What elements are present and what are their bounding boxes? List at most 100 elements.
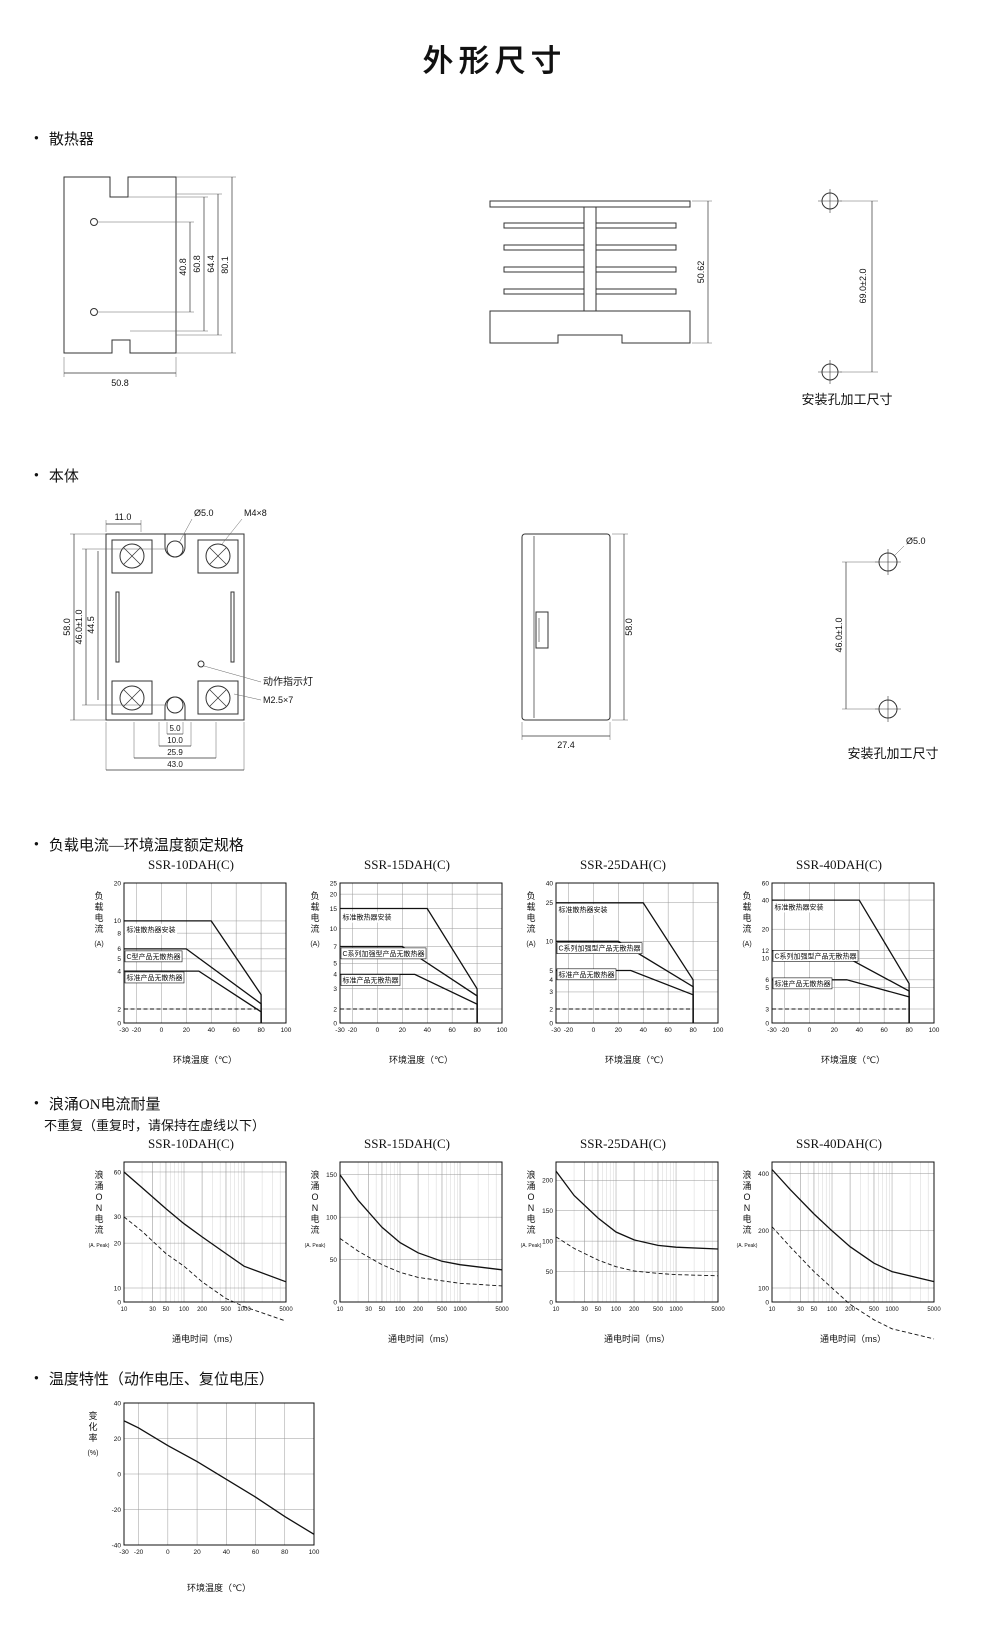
svg-text:(A): (A) bbox=[742, 941, 751, 948]
svg-text:(%): (%) bbox=[88, 1450, 99, 1457]
svg-text:30: 30 bbox=[149, 1307, 156, 1313]
svg-text:60: 60 bbox=[252, 1549, 260, 1556]
svg-text:3: 3 bbox=[549, 989, 553, 996]
body-drawings-row: 11.0 Ø5.0 M4×8 44.5 46.0±1.0 58.0 动作指示灯 … bbox=[58, 496, 990, 788]
svg-text:(A): (A) bbox=[94, 941, 103, 948]
svg-text:60: 60 bbox=[762, 880, 770, 887]
svg-text:500: 500 bbox=[869, 1307, 880, 1313]
svg-text:10: 10 bbox=[337, 1307, 344, 1313]
page-title: 外形尺寸 bbox=[423, 45, 567, 78]
svg-text:2: 2 bbox=[549, 1006, 553, 1013]
svg-text:N: N bbox=[744, 1203, 751, 1213]
svg-text:O: O bbox=[95, 1192, 102, 1202]
svg-text:40: 40 bbox=[208, 1027, 216, 1034]
svg-text:N: N bbox=[312, 1203, 319, 1213]
section-surge: 浪涌ON电流耐量 bbox=[34, 1093, 990, 1114]
svg-text:流: 流 bbox=[310, 1224, 319, 1235]
svg-text:30: 30 bbox=[797, 1307, 804, 1313]
svg-text:流: 流 bbox=[94, 923, 103, 934]
svg-text:(A. Peak): (A. Peak) bbox=[521, 1243, 542, 1249]
svg-text:负: 负 bbox=[94, 890, 103, 901]
svg-text:20: 20 bbox=[399, 1027, 407, 1034]
svg-text:化: 化 bbox=[88, 1421, 97, 1432]
svg-text:30: 30 bbox=[365, 1307, 372, 1313]
svg-text:200: 200 bbox=[845, 1307, 856, 1313]
svg-text:10: 10 bbox=[330, 926, 338, 933]
body-front-view-drawing: 11.0 Ø5.0 M4×8 44.5 46.0±1.0 58.0 动作指示灯 … bbox=[62, 508, 313, 771]
svg-text:(A): (A) bbox=[526, 941, 535, 948]
svg-text:0: 0 bbox=[166, 1549, 170, 1556]
chart-annotation: 标准散热器安装 bbox=[558, 905, 607, 914]
body-dim-dia5: Ø5.0 bbox=[194, 508, 214, 518]
section-surge-label: 浪涌ON电流耐量 bbox=[48, 1097, 161, 1113]
svg-text:(A): (A) bbox=[310, 941, 319, 948]
svg-text:浪: 浪 bbox=[94, 1169, 103, 1180]
svg-text:-30: -30 bbox=[767, 1027, 777, 1034]
svg-text:7: 7 bbox=[333, 944, 337, 951]
heatsink-mount-caption: 安装孔加工尺寸 bbox=[801, 392, 893, 407]
svg-text:100: 100 bbox=[395, 1307, 406, 1313]
svg-text:8: 8 bbox=[117, 930, 121, 937]
svg-text:60: 60 bbox=[881, 1027, 889, 1034]
svg-text:环境温度（℃）: 环境温度（℃） bbox=[187, 1582, 251, 1593]
svg-text:80: 80 bbox=[257, 1027, 265, 1034]
svg-text:60: 60 bbox=[665, 1027, 673, 1034]
svg-text:浪: 浪 bbox=[742, 1169, 751, 1180]
svg-text:10: 10 bbox=[762, 956, 770, 963]
svg-text:0: 0 bbox=[160, 1027, 164, 1034]
svg-text:5000: 5000 bbox=[711, 1307, 725, 1313]
heatsink-mount-block: 69.0±2.0 安装孔加工尺寸 bbox=[782, 175, 912, 408]
section-heatsink-label: 散热器 bbox=[48, 132, 94, 148]
svg-text:100: 100 bbox=[497, 1027, 508, 1034]
body-mount-dia5: Ø5.0 bbox=[906, 536, 926, 546]
svg-text:20: 20 bbox=[114, 880, 122, 887]
chart-title-load-ssr25: SSR-25DAH(C) bbox=[580, 857, 666, 872]
svg-text:20: 20 bbox=[193, 1549, 201, 1556]
svg-text:6: 6 bbox=[765, 977, 769, 984]
svg-text:20: 20 bbox=[330, 891, 338, 898]
svg-text:率: 率 bbox=[88, 1432, 97, 1443]
svg-text:-30: -30 bbox=[335, 1027, 345, 1034]
svg-text:80: 80 bbox=[281, 1549, 289, 1556]
svg-text:电: 电 bbox=[526, 912, 535, 923]
svg-text:0: 0 bbox=[765, 1299, 769, 1306]
svg-text:2: 2 bbox=[333, 1006, 337, 1013]
svg-text:涌: 涌 bbox=[526, 1181, 535, 1191]
svg-text:电: 电 bbox=[310, 1213, 319, 1224]
heatsink-dim-40-8: 40.8 bbox=[178, 258, 188, 276]
svg-text:5000: 5000 bbox=[279, 1307, 293, 1313]
svg-text:变: 变 bbox=[88, 1410, 97, 1421]
svg-text:流: 流 bbox=[742, 1224, 751, 1235]
svg-text:0: 0 bbox=[549, 1020, 553, 1027]
svg-text:20: 20 bbox=[114, 1436, 122, 1443]
svg-text:500: 500 bbox=[653, 1307, 664, 1313]
svg-text:电: 电 bbox=[310, 912, 319, 923]
svg-text:(A. Peak): (A. Peak) bbox=[305, 1243, 326, 1249]
svg-text:200: 200 bbox=[758, 1228, 769, 1235]
svg-text:100: 100 bbox=[309, 1549, 320, 1556]
svg-text:-20: -20 bbox=[134, 1549, 144, 1556]
svg-text:-20: -20 bbox=[112, 1507, 122, 1514]
svg-text:40: 40 bbox=[114, 1400, 122, 1407]
svg-text:1000: 1000 bbox=[237, 1307, 251, 1313]
svg-text:4: 4 bbox=[549, 977, 553, 984]
svg-text:20: 20 bbox=[831, 1027, 839, 1034]
chart-title-surge-ssr15: SSR-15DAH(C) bbox=[364, 1136, 450, 1151]
heatsink-dim-80-1: 80.1 bbox=[220, 256, 230, 274]
section-body: 本体 bbox=[34, 465, 990, 486]
body-side-dim-58: 58.0 bbox=[624, 618, 634, 636]
svg-text:环境温度（℃）: 环境温度（℃） bbox=[605, 1054, 669, 1065]
svg-text:20: 20 bbox=[615, 1027, 623, 1034]
chart-annotation: C系列加强型产品无散热器 bbox=[342, 949, 424, 958]
svg-text:环境温度（℃）: 环境温度（℃） bbox=[821, 1054, 885, 1065]
svg-text:-40: -40 bbox=[112, 1542, 122, 1549]
svg-text:-20: -20 bbox=[132, 1027, 142, 1034]
svg-text:0: 0 bbox=[117, 1471, 121, 1478]
